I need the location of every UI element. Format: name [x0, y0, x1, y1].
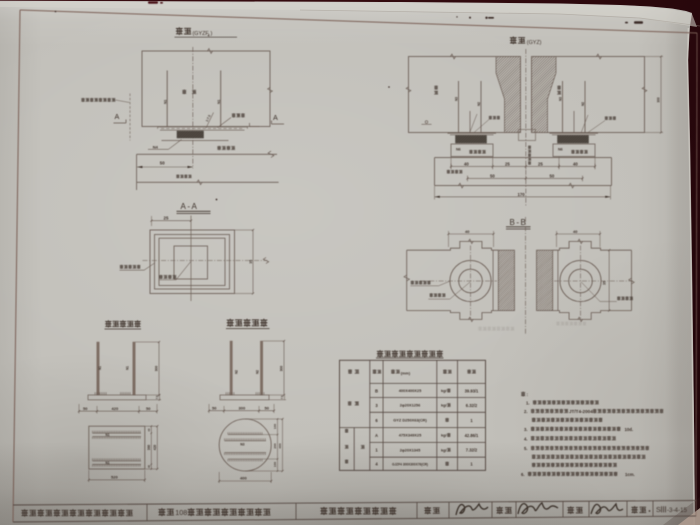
svg-text:300: 300 — [155, 366, 159, 372]
svg-text:A: A — [273, 113, 278, 122]
svg-text:40: 40 — [573, 229, 578, 234]
svg-text:-3-4-15: -3-4-15 — [667, 507, 688, 514]
svg-text:N1: N1 — [106, 461, 110, 465]
svg-text:(GYZF: (GYZF — [193, 31, 210, 37]
svg-text:1:7.5: 1:7.5 — [205, 114, 212, 122]
svg-text:1.: 1. — [526, 401, 530, 406]
svg-text:N1: N1 — [125, 366, 129, 370]
svg-text:50: 50 — [490, 174, 495, 179]
svg-text:kg/: kg/ — [441, 447, 448, 452]
svg-text:42.86/1: 42.86/1 — [465, 433, 479, 438]
svg-text:(mm): (mm) — [401, 371, 411, 375]
svg-text:25: 25 — [164, 216, 169, 221]
svg-text:50: 50 — [550, 174, 555, 179]
svg-text:1: 1 — [470, 462, 473, 467]
svg-text::: : — [527, 392, 529, 397]
svg-text:50: 50 — [146, 406, 151, 411]
svg-text:300: 300 — [280, 366, 284, 372]
svg-text:(GYZ): (GYZ) — [527, 40, 542, 46]
svg-text:5.: 5. — [524, 446, 528, 451]
svg-text:B-B: B-B — [510, 218, 528, 227]
svg-text:N1: N1 — [98, 366, 102, 370]
svg-text:1: 1 — [375, 448, 378, 453]
svg-text:520: 520 — [111, 475, 118, 480]
svg-text:N2: N2 — [234, 370, 238, 374]
svg-text:420: 420 — [153, 445, 157, 451]
svg-text:400: 400 — [278, 443, 282, 448]
svg-text:100: 100 — [273, 424, 277, 429]
svg-text:GYZ D250X63(CR): GYZ D250X63(CR) — [393, 418, 427, 423]
svg-text:N1: N1 — [163, 100, 167, 104]
svg-text:7.5: 7.5 — [280, 395, 284, 399]
svg-text:25: 25 — [505, 162, 510, 167]
svg-text:200: 200 — [273, 443, 277, 448]
svg-text:N2: N2 — [255, 370, 259, 374]
svg-text:40: 40 — [573, 162, 578, 167]
svg-text:4.: 4. — [524, 436, 528, 441]
svg-text:GJZF4 300X300X76(CR): GJZF4 300X300X76(CR) — [392, 462, 428, 466]
svg-text:108: 108 — [175, 508, 187, 517]
svg-text:7.32/2: 7.32/2 — [466, 448, 478, 453]
svg-text:N3: N3 — [558, 97, 562, 101]
svg-text:100: 100 — [273, 462, 277, 467]
svg-text:kg/: kg/ — [441, 403, 448, 408]
svg-text:50: 50 — [265, 405, 270, 410]
svg-text:50: 50 — [83, 406, 88, 411]
svg-text:50: 50 — [212, 405, 217, 410]
svg-text:2.: 2. — [524, 409, 528, 414]
svg-text:N2: N2 — [581, 102, 585, 106]
svg-text:3.: 3. — [524, 427, 528, 432]
svg-text:6.32/2: 6.32/2 — [466, 403, 478, 408]
svg-text:N1: N1 — [106, 433, 110, 437]
svg-text:420: 420 — [112, 406, 119, 411]
svg-text:6.: 6. — [521, 472, 525, 477]
svg-text:25: 25 — [538, 162, 543, 167]
svg-text:4: 4 — [208, 33, 210, 37]
svg-text:1: 1 — [470, 418, 473, 423]
svg-text:6: 6 — [375, 418, 378, 423]
svg-text:1cm.: 1cm. — [625, 472, 635, 477]
svg-text:N6: N6 — [558, 147, 563, 151]
svg-text:400: 400 — [240, 476, 247, 481]
svg-text:3: 3 — [375, 403, 378, 408]
svg-text:300: 300 — [239, 405, 246, 410]
svg-text:B: B — [375, 388, 378, 393]
svg-text:JT/T4-2004: JT/T4-2004 — [569, 409, 593, 414]
svg-text:4: 4 — [375, 462, 378, 467]
svg-text:2φ20X1256: 2φ20X1256 — [400, 403, 421, 408]
svg-text:N3: N3 — [240, 443, 244, 447]
svg-text:2φ20X1345: 2φ20X1345 — [400, 447, 421, 452]
svg-text:A: A — [375, 433, 378, 438]
svg-text:360: 360 — [147, 445, 151, 451]
svg-text:N2: N2 — [477, 102, 481, 106]
svg-text:40: 40 — [464, 162, 469, 167]
svg-text:N1: N1 — [217, 100, 221, 104]
svg-text:S: S — [656, 507, 661, 514]
svg-text:39.93/1: 39.93/1 — [465, 388, 479, 393]
svg-text:kg/: kg/ — [441, 433, 448, 438]
svg-text:475X349X25: 475X349X25 — [399, 433, 422, 438]
svg-text:35: 35 — [249, 260, 253, 264]
svg-text:40: 40 — [465, 229, 470, 234]
svg-text:50: 50 — [160, 161, 165, 166]
svg-text:N6: N6 — [456, 147, 461, 151]
svg-text:7.5: 7.5 — [155, 395, 159, 399]
svg-text:10d.: 10d. — [625, 427, 634, 432]
svg-text:170: 170 — [518, 192, 526, 197]
svg-text:45: 45 — [147, 465, 151, 468]
svg-text:300: 300 — [656, 97, 660, 103]
svg-text:35: 35 — [603, 281, 607, 285]
svg-text:N3: N3 — [454, 97, 458, 101]
svg-text:A: A — [115, 112, 120, 121]
svg-text:A-A: A-A — [181, 202, 199, 211]
svg-text:45: 45 — [147, 428, 151, 431]
svg-text:kg/: kg/ — [441, 388, 448, 393]
svg-text:N4: N4 — [153, 144, 159, 149]
svg-text:400X400X25: 400X400X25 — [399, 388, 422, 393]
svg-text:): ) — [211, 31, 213, 37]
